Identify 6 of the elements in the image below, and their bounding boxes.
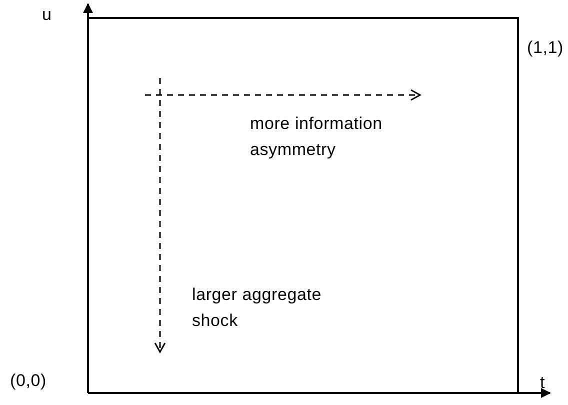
- corner-label: (0,0): [10, 370, 46, 392]
- corner-label: (1,1): [527, 37, 564, 59]
- direction-label: more information asymmetry: [250, 113, 384, 161]
- axis-label: t: [540, 372, 546, 394]
- direction-label: larger aggregate shock: [192, 284, 323, 332]
- axis-label: u: [42, 4, 52, 26]
